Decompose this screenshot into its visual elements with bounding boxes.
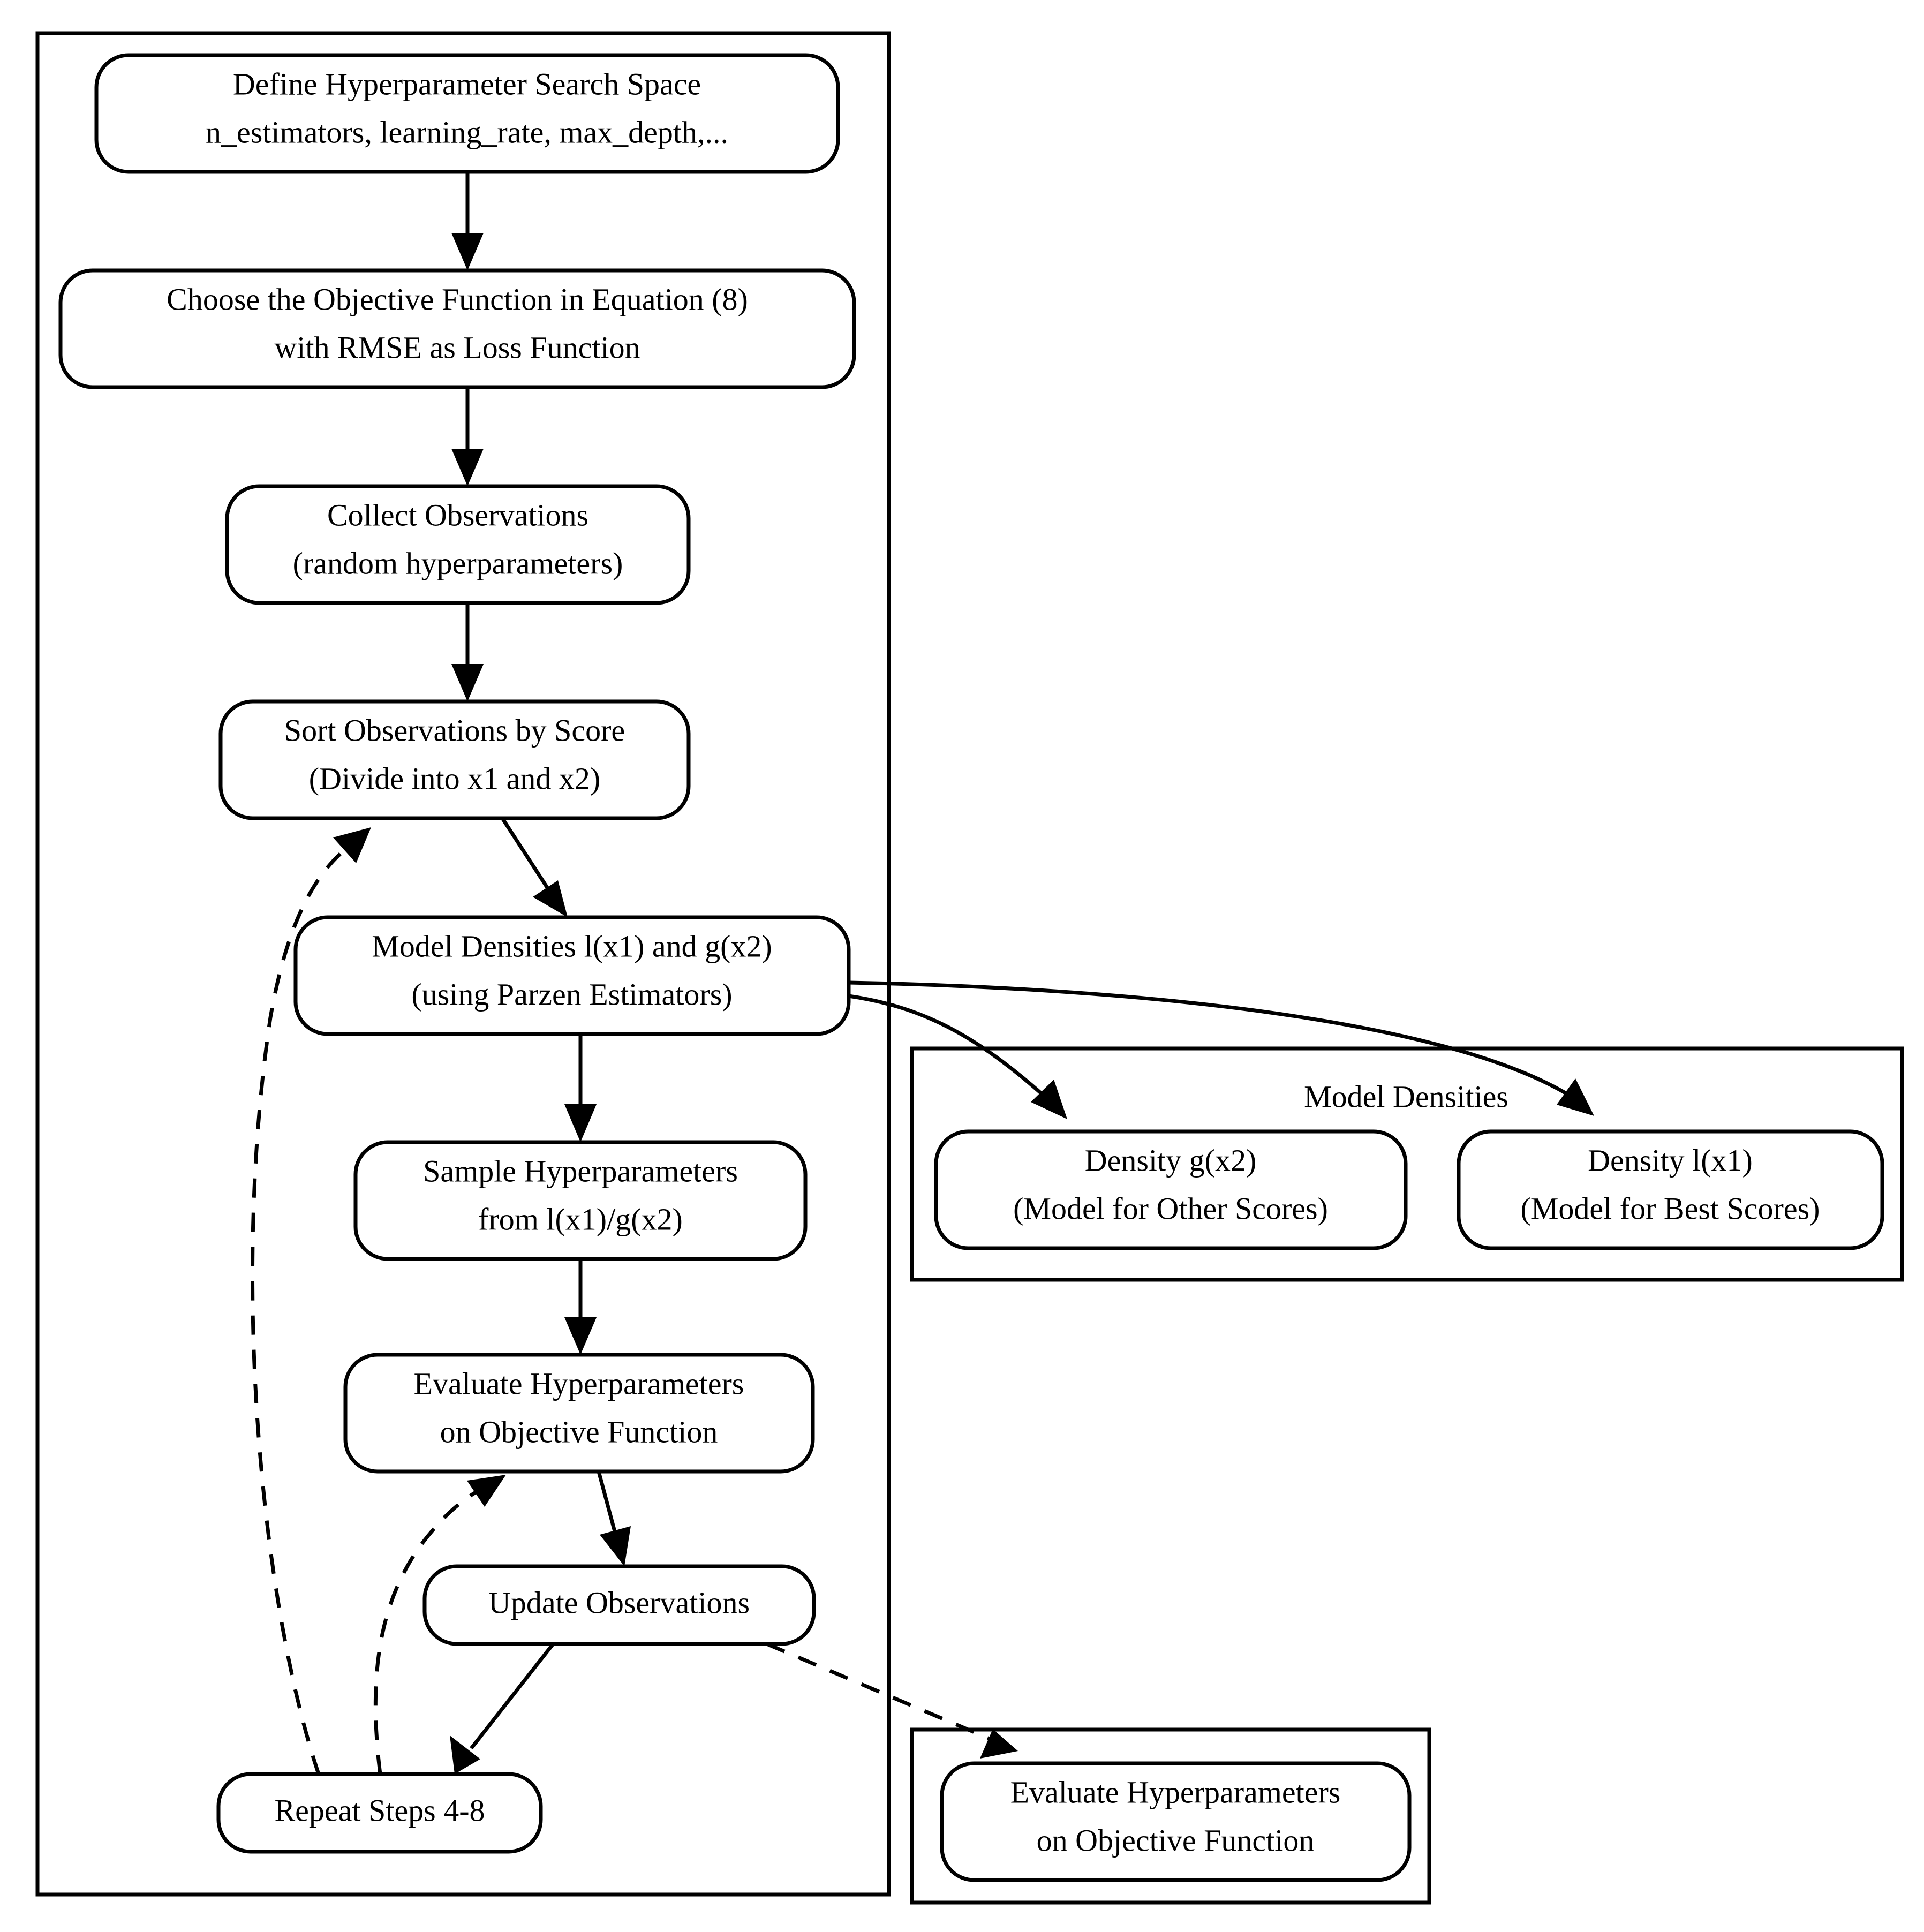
edge-repeat-to-sort	[251, 827, 371, 1775]
node-density-g-line2: (Model for Other Scores)	[1013, 1191, 1328, 1226]
node-evaluate-output-line2: on Objective Function	[1037, 1823, 1315, 1858]
node-choose-objective-line2: with RMSE as Loss Function	[274, 330, 640, 365]
node-model-densities-line2: (using Parzen Estimators)	[411, 977, 732, 1012]
edge-update-to-repeat	[450, 1642, 555, 1774]
edge-model-densities-to-sample	[564, 1034, 597, 1142]
node-sort-observations-line2: (Divide into x1 and x2)	[309, 761, 600, 796]
node-choose-objective-function[interactable]: Choose the Objective Function in Equatio…	[58, 268, 856, 389]
edge-define-to-choose	[451, 172, 484, 270]
edge-sample-to-evaluate	[564, 1259, 597, 1355]
node-sort-observations-line1: Sort Observations by Score	[284, 713, 625, 748]
edge-choose-to-collect	[451, 387, 484, 486]
edge-collect-to-sort	[451, 603, 484, 701]
node-collect-observations-line1: Collect Observations	[327, 497, 588, 532]
cluster-model-densities-label: Model Densities	[1304, 1079, 1508, 1114]
cluster-evaluate-output	[910, 1727, 1431, 1905]
node-define-search-space-line2: n_estimators, learning_rate, max_depth,.…	[206, 115, 728, 149]
node-define-search-space[interactable]: Define Hyperparameter Search Space n_est…	[94, 53, 840, 174]
node-update-observations-label: Update Observations	[488, 1585, 750, 1620]
node-evaluate-hyperparameters-main[interactable]: Evaluate Hyperparameters on Objective Fu…	[343, 1353, 815, 1474]
node-choose-objective-line1: Choose the Objective Function in Equatio…	[167, 282, 748, 316]
node-repeat-steps[interactable]: Repeat Steps 4-8	[216, 1772, 543, 1854]
edge-model-densities-to-density-l	[848, 980, 1594, 1116]
node-update-observations[interactable]: Update Observations	[422, 1564, 816, 1646]
node-density-g[interactable]: Density g(x2) (Model for Other Scores)	[934, 1129, 1408, 1250]
node-density-l-line2: (Model for Best Scores)	[1521, 1191, 1820, 1226]
node-evaluate-main-line2: on Objective Function	[440, 1414, 718, 1449]
cluster-main-pipeline	[35, 31, 891, 1897]
edge-repeat-to-evaluate	[373, 1475, 506, 1775]
node-evaluate-main-line1: Evaluate Hyperparameters	[414, 1366, 744, 1401]
cluster-model-densities	[910, 1046, 1904, 1282]
node-model-densities-line1: Model Densities l(x1) and g(x2)	[372, 929, 772, 963]
node-define-search-space-line1: Define Hyperparameter Search Space	[233, 66, 701, 101]
node-sample-hyperparameters-line2: from l(x1)/g(x2)	[478, 1202, 683, 1236]
node-density-l-line1: Density l(x1)	[1588, 1143, 1753, 1178]
edge-sort-to-model-densities	[501, 817, 568, 917]
node-evaluate-hyperparameters-output[interactable]: Evaluate Hyperparameters on Objective Fu…	[940, 1761, 1412, 1882]
node-density-l[interactable]: Density l(x1) (Model for Best Scores)	[1457, 1129, 1884, 1250]
node-evaluate-output-line1: Evaluate Hyperparameters	[1010, 1775, 1341, 1809]
node-repeat-steps-label: Repeat Steps 4-8	[274, 1793, 485, 1828]
node-sample-hyperparameters[interactable]: Sample Hyperparameters from l(x1)/g(x2)	[353, 1140, 808, 1261]
node-sample-hyperparameters-line1: Sample Hyperparameters	[423, 1153, 738, 1188]
node-density-g-line1: Density g(x2)	[1085, 1143, 1257, 1178]
node-collect-observations[interactable]: Collect Observations (random hyperparame…	[225, 484, 691, 605]
edge-update-to-evaluate-output	[766, 1642, 1018, 1759]
node-collect-observations-line2: (random hyperparameters)	[293, 546, 623, 580]
node-sort-observations[interactable]: Sort Observations by Score (Divide into …	[218, 699, 691, 820]
edge-model-densities-to-density-g	[848, 994, 1067, 1119]
edge-evaluate-to-update	[597, 1471, 631, 1566]
node-model-densities[interactable]: Model Densities l(x1) and g(x2) (using P…	[293, 915, 851, 1036]
